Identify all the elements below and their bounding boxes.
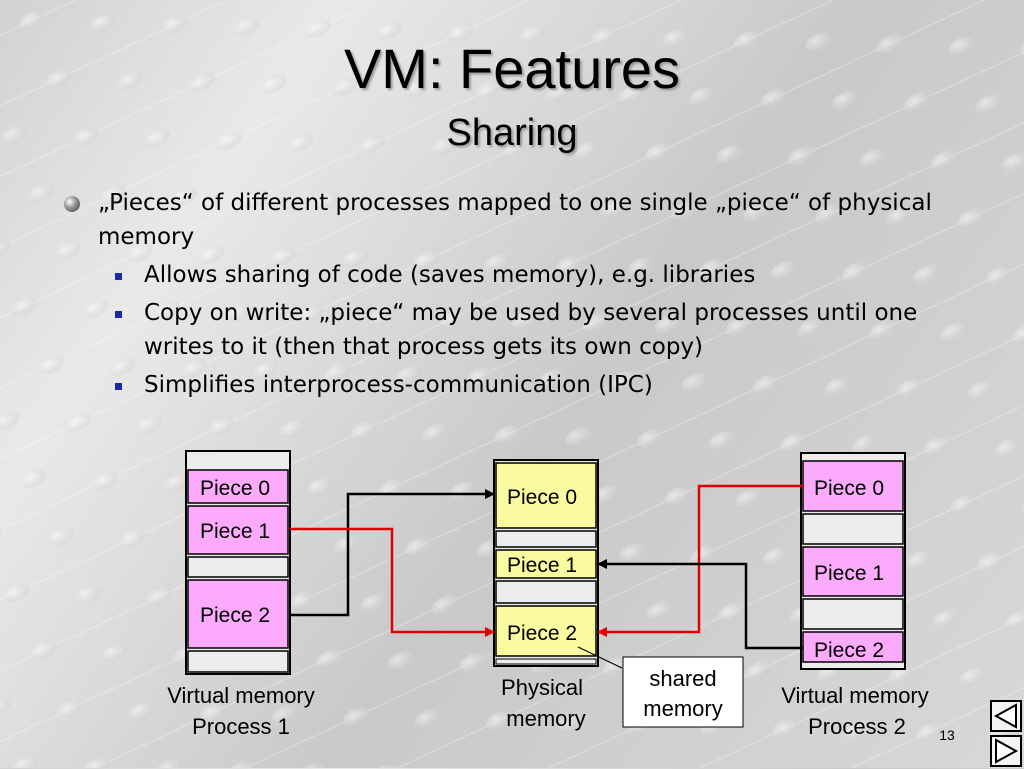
square-bullet-icon	[115, 383, 122, 390]
mapping-arrow-p1piece2-to-phys0	[290, 489, 495, 617]
bullet-list: „Pieces“ of different processes mapped t…	[60, 186, 960, 402]
process1-piece-0-box	[187, 469, 289, 504]
process1-piece-2-label: Piece 2	[200, 604, 270, 627]
slide-title: VM: Features	[343, 37, 681, 100]
physical-empty-slot	[495, 658, 597, 665]
bullet-main: „Pieces“ of different processes mapped t…	[60, 186, 960, 254]
sub-bullet-text: Simplifies interprocess-communication (I…	[144, 372, 653, 398]
process2-piece-1-box	[802, 546, 904, 597]
bullet-main-text: „Pieces“ of different processes mapped t…	[98, 190, 932, 250]
sub-bullet-text: Copy on write: „piece“ may be used by se…	[144, 300, 918, 360]
process2-caption-line2: Process 2	[808, 714, 906, 739]
physical-memory-column: Piece 0 Piece 1 Piece 2	[493, 459, 599, 667]
physical-piece-1-label: Piece 1	[507, 554, 577, 577]
mapping-arrow-p2piece0-to-phys2	[597, 484, 803, 637]
process1-empty-slot	[187, 556, 289, 578]
process2-empty-slot	[802, 598, 904, 630]
physical-piece-2-label: Piece 2	[507, 622, 577, 645]
process1-caption-line1: Virtual memory	[167, 683, 315, 708]
square-bullet-icon	[115, 273, 122, 280]
process2-caption-line1: Virtual memory	[781, 683, 929, 708]
slide-subtitle: Sharing	[446, 112, 578, 154]
sub-bullet: Copy on write: „piece“ may be used by se…	[60, 296, 960, 364]
process1-piece-1-box	[187, 505, 289, 555]
mapping-arrow-p1piece1-to-phys2	[290, 527, 495, 637]
physical-caption-line2: memory	[506, 706, 585, 731]
physical-caption-line1: Physical	[501, 675, 583, 700]
process2-piece-0-label: Piece 0	[814, 477, 884, 500]
process1-piece-2-box	[187, 579, 289, 649]
process1-piece-0-label: Piece 0	[200, 477, 270, 500]
process1-empty-slot	[187, 650, 289, 673]
mapping-arrow-p2piece2-to-phys1	[597, 559, 803, 650]
process1-caption-line2: Process 1	[192, 714, 290, 739]
callout-line1: shared	[649, 666, 716, 691]
physical-empty-slot	[495, 530, 597, 548]
physical-piece-0-box	[495, 462, 597, 529]
prev-slide-button[interactable]	[990, 700, 1022, 732]
process2-memory-column: Piece 0 Piece 1 Piece 2	[800, 452, 906, 670]
process2-piece-2-label: Piece 2	[814, 639, 884, 662]
triangle-left-icon	[993, 703, 1017, 729]
callout-pointer-line	[577, 646, 623, 669]
page-number: 13	[939, 727, 955, 743]
sphere-bullet-icon	[64, 196, 80, 212]
shared-memory-callout	[622, 656, 744, 728]
physical-piece-1-box	[495, 549, 597, 579]
process2-piece-1-label: Piece 1	[814, 562, 884, 585]
process1-piece-1-label: Piece 1	[200, 520, 270, 543]
next-slide-button[interactable]	[990, 735, 1022, 767]
sub-bullet-text: Allows sharing of code (saves memory), e…	[144, 262, 756, 288]
process2-empty-slot	[802, 513, 904, 545]
sub-bullet: Allows sharing of code (saves memory), e…	[60, 258, 960, 292]
callout-line2: memory	[643, 696, 722, 721]
triangle-right-icon	[995, 738, 1019, 764]
square-bullet-icon	[115, 311, 122, 318]
physical-empty-slot	[495, 580, 597, 604]
process2-piece-2-box	[802, 631, 904, 663]
process2-piece-0-box	[802, 460, 904, 512]
sub-bullet: Simplifies interprocess-communication (I…	[60, 368, 960, 402]
process1-memory-column: Piece 0 Piece 1 Piece 2	[185, 450, 291, 675]
physical-piece-0-label: Piece 0	[507, 486, 577, 509]
